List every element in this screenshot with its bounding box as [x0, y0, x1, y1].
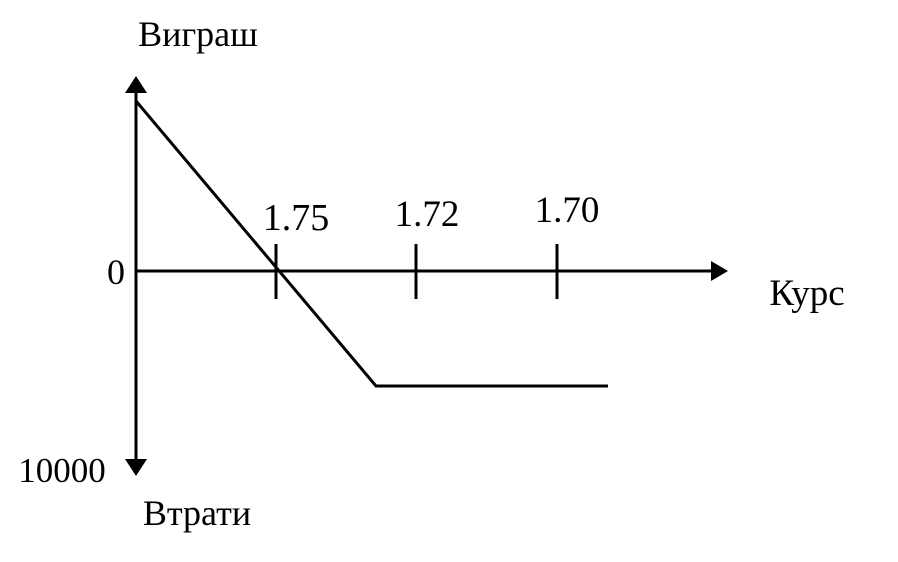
y-tick-label-zero: 0	[107, 252, 125, 292]
y-tick-label-loss: 10000	[18, 451, 106, 490]
y-axis-arrow-up	[125, 76, 147, 93]
y-axis-label-gain: Виграш	[138, 14, 258, 54]
x-tick-label: 1.72	[395, 194, 460, 235]
x-tick-label: 1.75	[263, 197, 330, 239]
y-axis-label-loss: Втрати	[143, 493, 251, 533]
x-axis-arrow-right	[711, 261, 728, 281]
y-axis-arrow-down	[125, 459, 147, 476]
series-line	[134, 100, 608, 388]
x-tick-label: 1.70	[535, 190, 600, 231]
x-axis-label: Курс	[769, 273, 844, 314]
